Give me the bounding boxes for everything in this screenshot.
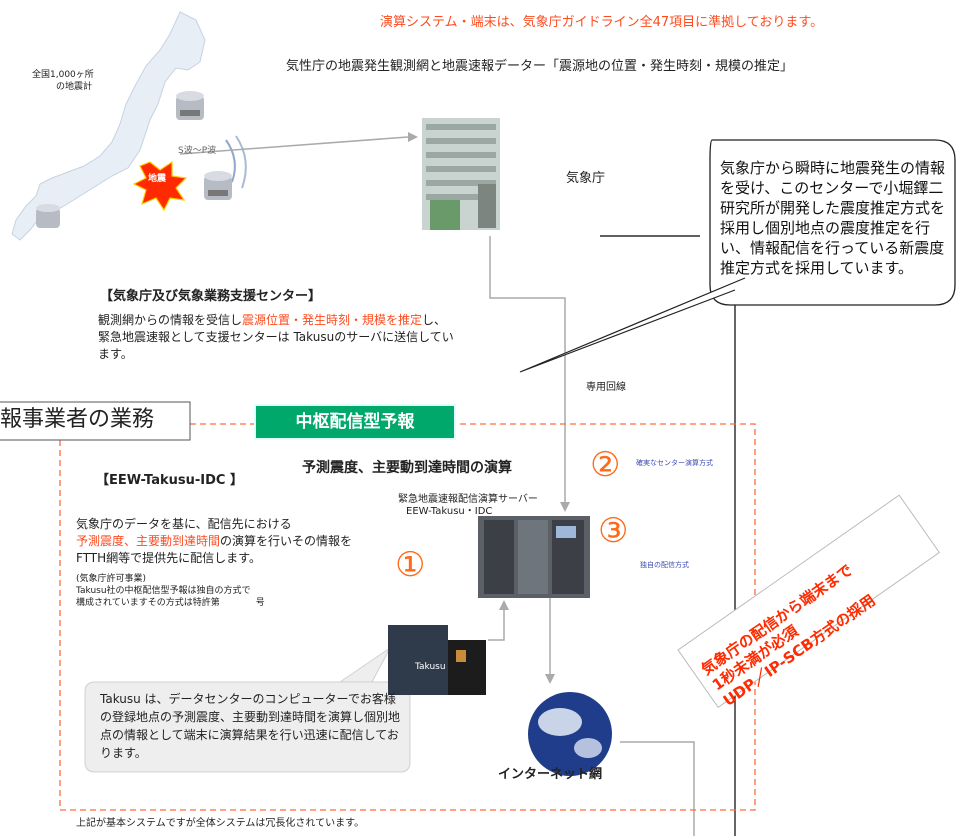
support-center-heading: 【気象庁及び気象業務支援センター】: [100, 289, 322, 304]
quake-burst: [132, 160, 188, 212]
marker-two: ②: [590, 445, 621, 485]
seismometer-3: [36, 204, 60, 228]
jma-building: [422, 118, 500, 230]
takusu-rack: [388, 625, 486, 695]
network-title: 気性庁の地震発生観測網と地震速報データー「震源地の位置・発生時刻・規模の推定」: [286, 59, 794, 74]
server-label-1: 緊急地震速報配信演算サーバー: [398, 494, 538, 505]
central-forecast-badge: 中枢配信型予報: [256, 406, 454, 438]
rack-label: Takusu: [415, 662, 446, 672]
side-tab-label: 報事業者の業務: [0, 407, 155, 432]
globe: [528, 692, 612, 776]
jma-label: 気象庁: [566, 171, 606, 186]
marker-three-note: 独自の配信方式: [640, 561, 689, 569]
eew-body: 気象庁のデータを基に、配信先における予測震度、主要動到達時間の演算を行いその情報…: [76, 517, 353, 565]
marker-three: ③: [598, 511, 629, 551]
server-label-2: EEW-Takusu・IDC: [406, 506, 493, 517]
server-racks: [478, 516, 590, 598]
japan-map: [11, 11, 206, 241]
wave-label: S波〜P波: [178, 146, 217, 156]
seismometer-label-2: の地震計: [56, 82, 93, 92]
eew-note-1: (気象庁許可事業): [76, 574, 147, 584]
callout-top-text: 気象庁から瞬時に地震発生の情報を受け、このセンターで小堀鐸二研究所が開発した震度…: [720, 159, 946, 277]
eew-heading: 【EEW-Takusu-IDC 】: [96, 473, 243, 488]
footer-note: 上記が基本システムですが全体システムは冗長化されています。: [76, 818, 365, 829]
eew-note-2: Takusu社の中枢配信型予報は独自の方式で: [76, 586, 251, 596]
marker-one: ①: [395, 545, 426, 585]
calc-heading: 予測震度、主要動到達時間の演算: [302, 460, 512, 476]
dedicated-line-label: 専用回線: [586, 382, 626, 393]
seismometer-label-1: 全国1,000ヶ所: [32, 70, 94, 80]
compliance-note: 演算システム・端末は、気象庁ガイドライン全47項目に準拠しております。: [380, 15, 824, 30]
eew-note-3: 構成されていますその方式は特許第 号: [76, 598, 265, 608]
marker-two-note: 確実なセンター演算方式: [636, 459, 713, 467]
quake-label: 地震: [148, 174, 167, 184]
seismometer-1: [176, 91, 204, 120]
support-center-body: 観測網からの情報を受信し震源位置・発生時刻・規模を推定し、緊急地震速報として支援…: [98, 313, 454, 361]
callout-bottom-text: Takusu は、データセンターのコンピューターでお客様の登録地点の予測震度、主…: [100, 692, 401, 760]
seismometer-2: [204, 171, 232, 200]
callout-top-bubble: [709, 139, 956, 306]
internet-label: インターネット網: [498, 767, 603, 782]
